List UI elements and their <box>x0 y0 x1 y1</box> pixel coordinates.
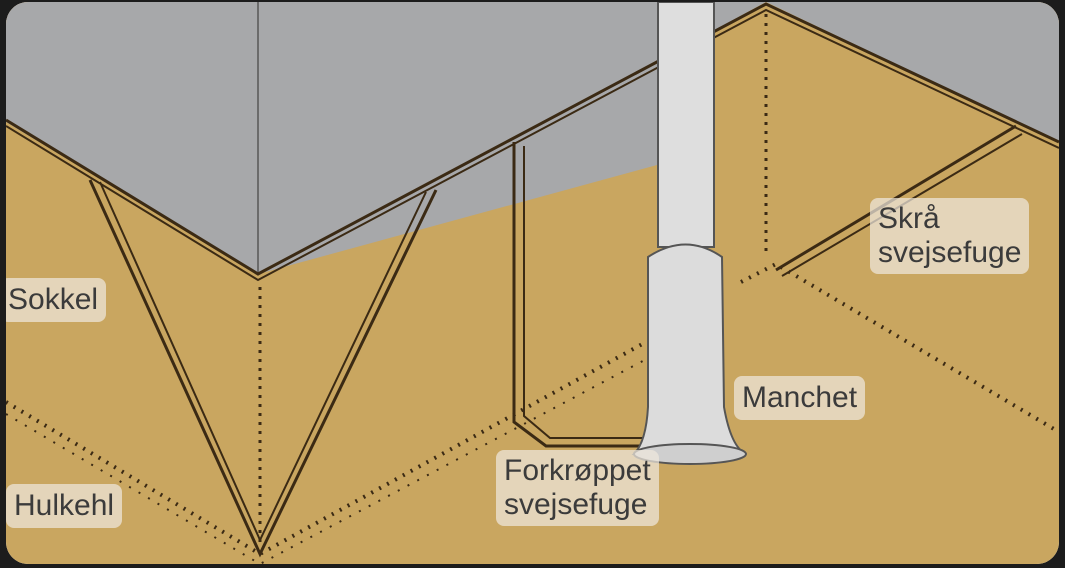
wall-left <box>6 2 668 274</box>
sokkel-seam <box>6 2 1059 276</box>
label-forkroppet-line1: Forkrøppet <box>504 454 651 487</box>
v-weld-outer <box>88 179 438 558</box>
label-forkroppet-line2: svejsefuge <box>504 488 648 521</box>
label-skraa: Skrå svejsefuge <box>870 198 1030 274</box>
label-forkroppet: Forkrøppet svejsefuge <box>496 450 659 526</box>
roof-membrane-diagram <box>6 2 1059 564</box>
manchet-collar <box>631 243 747 455</box>
forkroppet-weld-inner <box>523 146 646 439</box>
sokkel-seam-inner <box>6 8 1059 282</box>
forkroppet-weld <box>512 142 646 448</box>
pipe <box>657 2 715 248</box>
label-sokkel: Sokkel <box>6 278 107 322</box>
label-sokkel-text: Sokkel <box>8 283 99 316</box>
label-hulkehl: Hulkehl <box>6 484 123 528</box>
label-skraa-line2: svejsefuge <box>878 236 1022 269</box>
label-manchet-text: Manchet <box>742 381 858 414</box>
label-hulkehl-text: Hulkehl <box>14 489 115 522</box>
label-manchet: Manchet <box>734 376 866 420</box>
label-skraa-line1: Skrå <box>878 202 940 235</box>
diagram-frame: Sokkel Hulkehl Forkrøppet svejsefuge Man… <box>6 2 1059 564</box>
